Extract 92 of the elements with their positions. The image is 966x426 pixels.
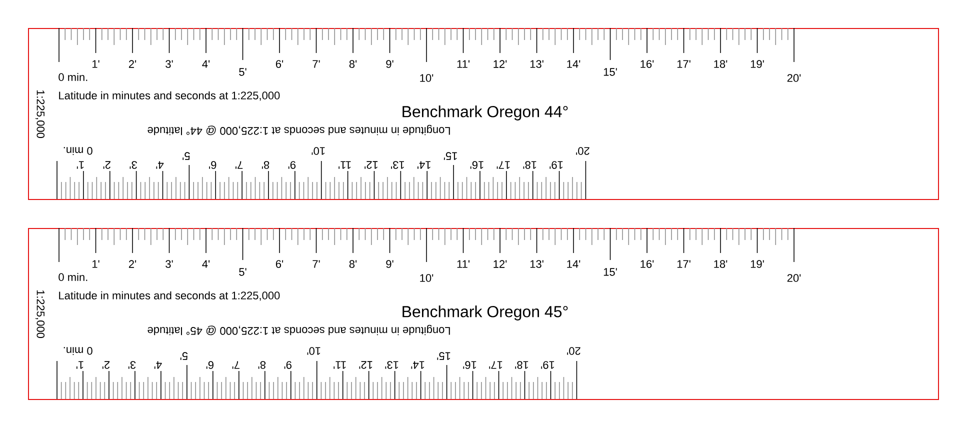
scale-ratio: 1:225,000: [35, 90, 45, 138]
tick-label: 20': [567, 347, 580, 355]
tick-label: 14': [411, 361, 424, 369]
tick-label: 3': [166, 260, 173, 268]
tick-label: 11': [457, 60, 470, 68]
tick-label: 18': [714, 260, 728, 268]
tick-label: 3': [128, 361, 136, 369]
tick-label: 12': [364, 161, 378, 169]
tick-label: 17': [677, 60, 690, 68]
tick-label: 7': [312, 260, 320, 268]
tick-label: 19': [750, 260, 764, 268]
tick-label: 5': [182, 152, 190, 160]
tick-label: 3': [166, 60, 173, 68]
tick-label: 13': [530, 60, 544, 68]
tick-label: 0 min.: [58, 272, 88, 282]
tick-label: 17': [489, 361, 502, 369]
tick-label: 7': [312, 60, 320, 68]
tick-label: 14': [567, 260, 580, 268]
tick-label: 6': [276, 260, 284, 268]
title: Benchmark Oregon 45°: [402, 306, 568, 320]
tick-label: 12': [494, 60, 507, 68]
tick-label: 10': [420, 274, 434, 282]
tick-label: 1': [76, 361, 84, 369]
tick-label: 15': [604, 268, 617, 276]
tick-label: 8': [262, 161, 270, 169]
tick-label: 2': [103, 161, 110, 169]
tick-label: 1': [92, 60, 100, 68]
tick-label: 9': [284, 361, 292, 369]
tick-label: 0 min.: [64, 346, 92, 356]
tick-label: 20': [576, 147, 590, 155]
tick-label: 17': [677, 260, 690, 268]
tick-label: 7': [232, 361, 240, 369]
tick-label: 13': [385, 361, 398, 369]
tick-label: 4': [154, 361, 162, 369]
tick-label: 4': [202, 260, 210, 268]
tick-label: 11': [334, 361, 346, 369]
tick-label: 15': [604, 68, 617, 76]
tick-label: 9': [288, 161, 296, 169]
tick-label: 14': [417, 161, 430, 169]
tick-label: 0 min.: [58, 72, 88, 82]
tick-label: 15': [437, 352, 450, 360]
tick-label: 13': [530, 260, 544, 268]
tick-label: 9': [386, 60, 394, 68]
tick-label: 20': [787, 274, 801, 282]
tick-label: 5': [180, 352, 188, 360]
tick-label: 8': [258, 361, 266, 369]
scale-caption: Latitude in minutes and seconds at 1:225,000: [59, 91, 280, 101]
tick-label: 10': [307, 347, 320, 355]
tick-label: 4': [156, 161, 164, 169]
tick-label: 3': [130, 161, 137, 169]
tick-label: 8': [349, 260, 357, 268]
tick-label: 5': [239, 68, 246, 76]
tick-label: 1': [76, 161, 84, 169]
tick-label: 2': [128, 60, 136, 68]
tick-label: 16': [463, 361, 476, 369]
tick-label: 6': [209, 161, 216, 169]
tick-label: 18': [714, 60, 728, 68]
tick-label: 16': [470, 161, 484, 169]
tick-label: 5': [239, 268, 246, 276]
tick-label: 19': [541, 361, 554, 369]
tick-label: 6': [276, 60, 284, 68]
tick-label: 17': [496, 161, 510, 169]
tick-label: 1': [92, 260, 100, 268]
tick-label: 7': [236, 161, 243, 169]
tick-label: 18': [523, 161, 536, 169]
tick-label: 19': [550, 161, 563, 169]
scale-ratio: 1:225,000: [35, 290, 45, 338]
title: Benchmark Oregon 44°: [402, 106, 568, 120]
tick-label: 12': [359, 361, 372, 369]
tick-label: 12': [494, 260, 507, 268]
tick-label: 13': [391, 161, 404, 169]
tick-label: 16': [640, 60, 654, 68]
tick-label: 6': [206, 361, 214, 369]
tick-label: 4': [202, 60, 210, 68]
tick-label: 11': [457, 260, 470, 268]
tick-label: 10': [420, 74, 434, 82]
scale-caption: Longitude in minutes and seconds at 1:225,000 @ 44° latitude: [148, 124, 450, 136]
tick-label: 2': [102, 361, 110, 369]
scale-caption: Latitude in minutes and seconds at 1:225,000: [59, 291, 280, 301]
tick-label: 11': [338, 161, 351, 169]
tick-label: 2': [128, 260, 136, 268]
tick-label: 16': [640, 260, 654, 268]
tick-label: 9': [386, 260, 394, 268]
scale-caption: Longitude in minutes and seconds at 1:225,000 @ 45° latitude: [148, 324, 450, 336]
tick-label: 10': [312, 147, 325, 155]
tick-label: 0 min.: [64, 146, 92, 156]
tick-label: 20': [787, 74, 801, 82]
tick-label: 8': [349, 60, 357, 68]
tick-label: 14': [567, 60, 580, 68]
tick-label: 18': [515, 361, 528, 369]
tick-label: 19': [750, 60, 764, 68]
tick-label: 15': [444, 152, 457, 160]
